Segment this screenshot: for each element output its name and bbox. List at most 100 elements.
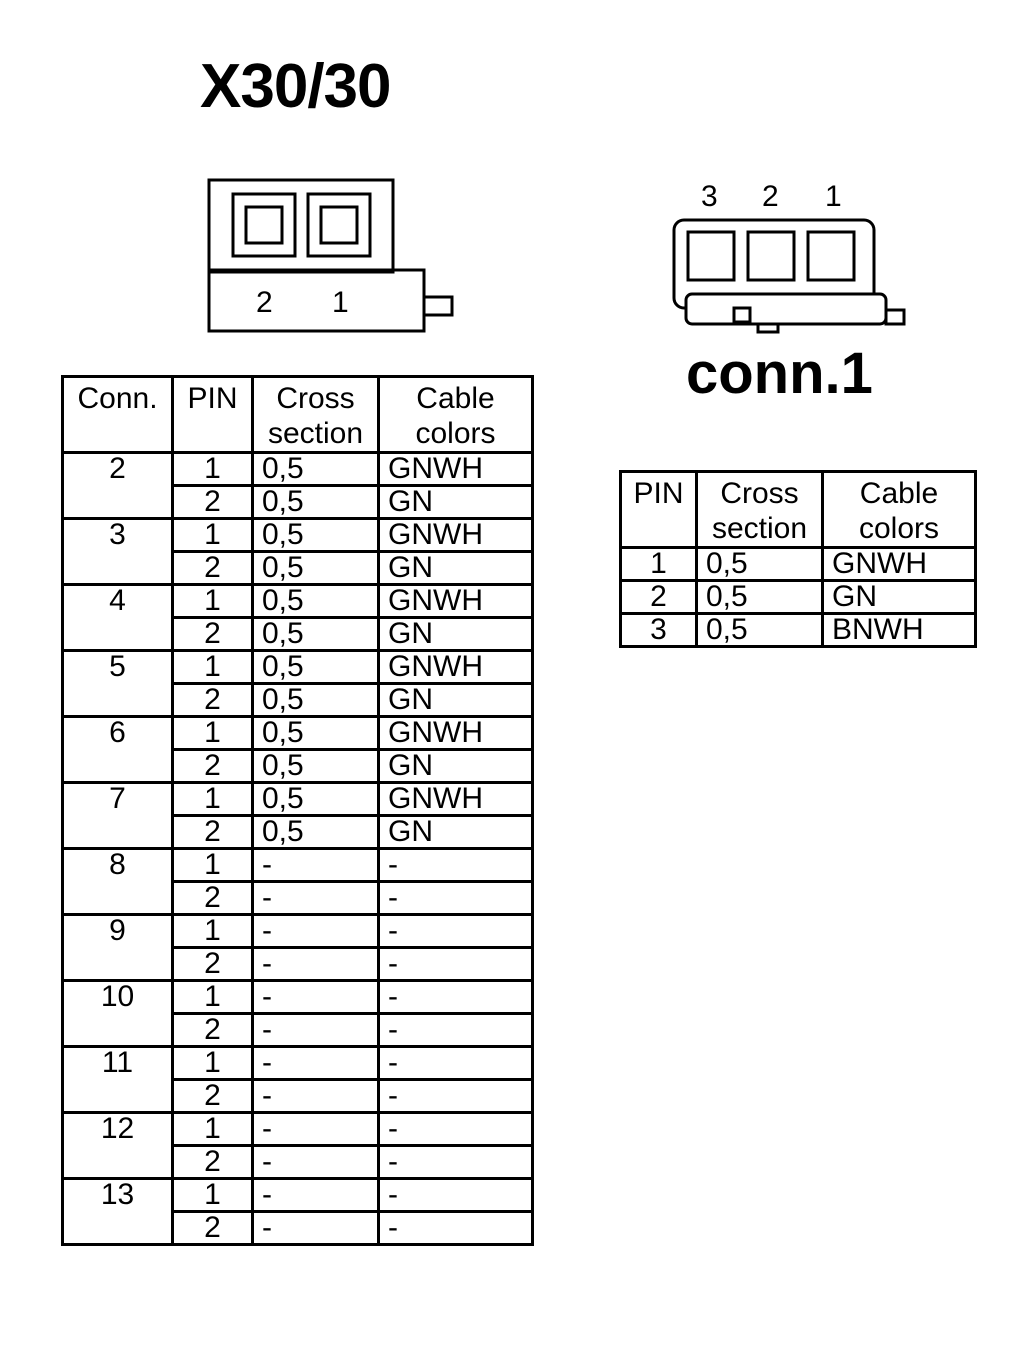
cable-color-value: - xyxy=(377,1210,534,1246)
pin-number: 3 xyxy=(619,612,698,648)
table-row: 2-- xyxy=(63,880,534,916)
conn-number: 2 xyxy=(61,451,174,520)
cable-color-value: - xyxy=(377,1111,534,1147)
conn1-diagram-pin-3: 3 xyxy=(701,180,718,213)
header-conn: Conn. xyxy=(61,375,174,454)
cross-section-value: 0,5 xyxy=(251,583,380,619)
cross-section-value: - xyxy=(251,1012,380,1048)
conn-number: 11 xyxy=(61,1045,174,1114)
conn1-diagram-pin-2: 2 xyxy=(762,180,779,213)
cable-color-value: BNWH xyxy=(821,612,977,648)
cable-color-value: GNWH xyxy=(377,517,534,553)
x30-diagram-pin-2: 2 xyxy=(256,286,273,319)
cable-color-value: GN xyxy=(821,579,977,615)
x30-diagram-pin-1: 1 xyxy=(332,286,349,319)
cable-color-value: GN xyxy=(377,814,534,850)
cable-color-value: GNWH xyxy=(821,546,977,582)
table-row: 2-- xyxy=(63,946,534,982)
cable-color-value: GN xyxy=(377,616,534,652)
cable-color-value: - xyxy=(377,1078,534,1114)
cable-color-value: - xyxy=(377,1144,534,1180)
cross-section-value: - xyxy=(251,1177,380,1213)
cross-section-value: 0,5 xyxy=(251,814,380,850)
conn-number: 10 xyxy=(61,979,174,1048)
pin-number: 1 xyxy=(619,546,698,582)
conn-number: 5 xyxy=(61,649,174,718)
cross-section-value: 0,5 xyxy=(695,579,824,615)
cross-section-value: 0,5 xyxy=(251,748,380,784)
conn-number: 12 xyxy=(61,1111,174,1180)
cable-color-value: GN xyxy=(377,484,534,520)
cross-section-value: 0,5 xyxy=(251,682,380,718)
table-row: 2-- xyxy=(63,1012,534,1048)
cross-section-value: - xyxy=(251,979,380,1015)
conn-number: 3 xyxy=(61,517,174,586)
pin-number: 2 xyxy=(171,946,254,982)
pin-number: 1 xyxy=(171,1045,254,1081)
cable-color-value: - xyxy=(377,847,534,883)
pin-number: 2 xyxy=(171,1144,254,1180)
cable-color-value: - xyxy=(377,946,534,982)
pin-number: 2 xyxy=(171,1012,254,1048)
conn-number: 9 xyxy=(61,913,174,982)
cable-color-value: - xyxy=(377,880,534,916)
conn1-diagram-pin-1: 1 xyxy=(825,180,842,213)
cross-section-value: 0,5 xyxy=(695,546,824,582)
pin-number: 2 xyxy=(171,1078,254,1114)
pin-number: 1 xyxy=(171,913,254,949)
table-row: 2-- xyxy=(63,1078,534,1114)
pin-number: 1 xyxy=(171,649,254,685)
cable-color-value: GNWH xyxy=(377,781,534,817)
cross-section-value: - xyxy=(251,1111,380,1147)
pin-number: 1 xyxy=(171,583,254,619)
cable-color-value: GN xyxy=(377,682,534,718)
cable-color-value: - xyxy=(377,1012,534,1048)
cross-section-value: 0,5 xyxy=(251,781,380,817)
pin-number: 2 xyxy=(619,579,698,615)
conn-number: 8 xyxy=(61,847,174,916)
cable-color-value: GNWH xyxy=(377,583,534,619)
pin-number: 2 xyxy=(171,616,254,652)
cross-section-value: - xyxy=(251,847,380,883)
cross-section-value: 0,5 xyxy=(695,612,824,648)
pin-number: 2 xyxy=(171,550,254,586)
conn-number: 4 xyxy=(61,583,174,652)
pin-number: 1 xyxy=(171,451,254,487)
pin-number: 1 xyxy=(171,781,254,817)
cross-section-value: 0,5 xyxy=(251,517,380,553)
x30-connector-drawing: 2 1 xyxy=(207,178,454,333)
pin-number: 1 xyxy=(171,715,254,751)
pin-number: 2 xyxy=(171,1210,254,1246)
cross-section-value: 0,5 xyxy=(251,484,380,520)
cross-section-value: 0,5 xyxy=(251,649,380,685)
pin-number: 1 xyxy=(171,1111,254,1147)
cross-section-value: - xyxy=(251,1210,380,1246)
table-row: 2-- xyxy=(63,1144,534,1180)
x30-title: X30/30 xyxy=(200,52,392,121)
cable-color-value: GN xyxy=(377,550,534,586)
cable-color-value: - xyxy=(377,979,534,1015)
cross-section-value: - xyxy=(251,1045,380,1081)
cross-section-value: 0,5 xyxy=(251,616,380,652)
cross-section-value: - xyxy=(251,1144,380,1180)
